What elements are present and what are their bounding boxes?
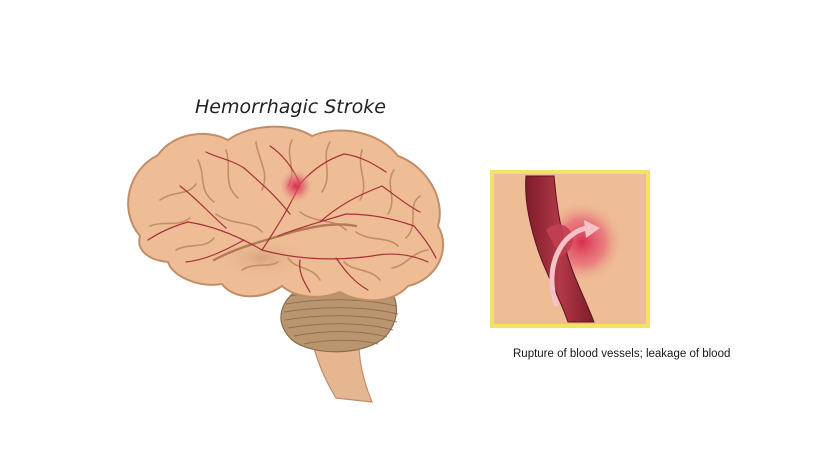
hemorrhage-spot bbox=[278, 168, 314, 204]
vessel-rupture-inset bbox=[490, 170, 650, 328]
inset-caption: Rupture of blood vessels; leakage of blo… bbox=[513, 348, 730, 360]
